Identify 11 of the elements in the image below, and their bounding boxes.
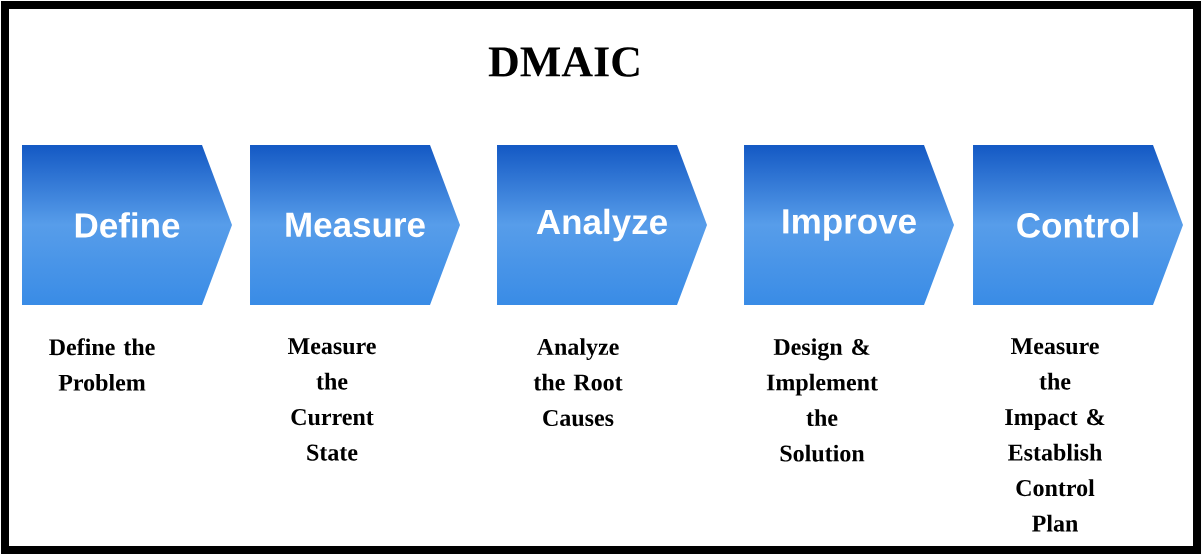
step-description: Define the Problem bbox=[49, 338, 155, 391]
chevron: Measure bbox=[286, 212, 425, 238]
chevron: Improve bbox=[783, 209, 916, 241]
step-description: Design & Implement the Solution bbox=[766, 338, 878, 462]
chevron: Define bbox=[75, 212, 180, 238]
step-description: Analyze the Root Causes bbox=[533, 338, 623, 427]
chevron: Control bbox=[1017, 212, 1138, 238]
title: DMAIC bbox=[488, 47, 639, 77]
step-description: Measure the Impact & Establish Control Plan bbox=[1005, 338, 1105, 532]
step-description: Measure the Current State bbox=[288, 338, 376, 461]
chevron: Analyze bbox=[536, 208, 667, 242]
